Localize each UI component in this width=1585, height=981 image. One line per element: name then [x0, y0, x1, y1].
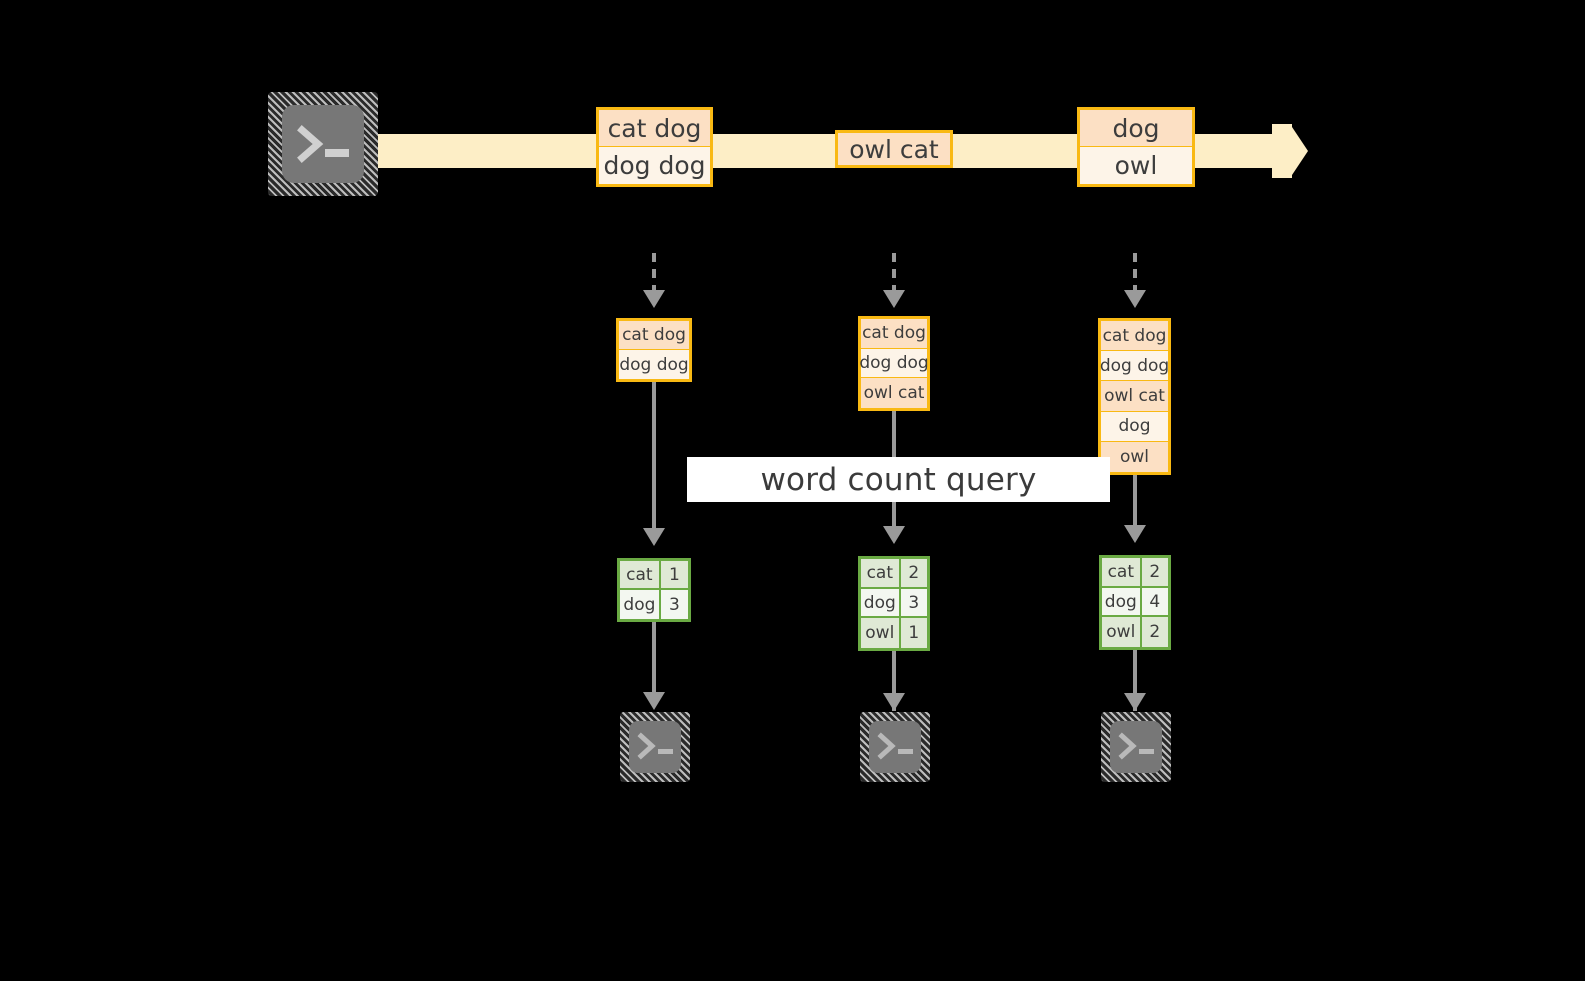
result-word: dog: [620, 590, 661, 619]
result-row: dog 3: [620, 590, 688, 619]
stream-message[interactable]: cat dog dog dog: [596, 107, 713, 187]
stream-message[interactable]: owl cat: [835, 130, 953, 168]
result-word: cat: [620, 561, 661, 588]
snapshot-result-table[interactable]: cat 1 dog 3: [617, 558, 691, 622]
snapshot-input-line: cat dog: [619, 321, 689, 350]
snapshot-result-table[interactable]: cat 2 dog 3 owl 1: [858, 556, 930, 651]
query-label: word count query: [687, 457, 1110, 502]
result-word: owl: [1102, 617, 1142, 647]
result-row: cat 1: [620, 561, 688, 590]
snapshot-input-line: dog dog: [619, 350, 689, 379]
result-count: 2: [1141, 617, 1168, 647]
stream-message[interactable]: dog owl: [1077, 107, 1195, 187]
snapshot-input-line: dog dog: [1100, 351, 1169, 382]
result-row: cat 2: [861, 559, 927, 589]
terminal-prompt-glyph: [637, 732, 673, 760]
snapshot-trigger-dashed-line: [652, 253, 656, 291]
result-row: owl 2: [1102, 617, 1168, 647]
snapshot-trigger-dashed-line: [892, 253, 896, 291]
result-row: dog 3: [861, 588, 927, 619]
result-to-consumer-arrowhead: [643, 692, 665, 710]
result-to-consumer-line: [652, 622, 656, 694]
query-connector-line: [1133, 475, 1137, 535]
stream-message-line: dog dog: [599, 147, 710, 184]
result-to-consumer-arrowhead: [883, 693, 905, 711]
result-row: dog 4: [1102, 587, 1168, 618]
result-count: 3: [900, 588, 927, 617]
query-connector-arrowhead: [1124, 525, 1146, 543]
result-count: 1: [660, 561, 688, 588]
consumer-terminal-icon[interactable]: [860, 712, 930, 782]
stream-message-line: cat dog: [599, 110, 710, 147]
terminal-prompt-glyph: [877, 732, 913, 760]
result-word: owl: [861, 618, 901, 648]
terminal-body: [1110, 721, 1162, 773]
result-to-consumer-line: [1133, 650, 1137, 711]
consumer-terminal-icon[interactable]: [620, 712, 690, 782]
result-count: 2: [1141, 558, 1168, 586]
result-word: dog: [1102, 587, 1142, 616]
snapshot-input-line: owl: [1101, 441, 1168, 472]
snapshot-input-line: dog: [1101, 411, 1168, 442]
snapshot-input-line: dog dog: [859, 348, 929, 379]
stream-message-line: owl: [1080, 147, 1192, 184]
snapshot-trigger-arrowhead: [883, 290, 905, 308]
result-count: 1: [900, 618, 927, 648]
snapshot-input-line: cat dog: [861, 319, 927, 349]
query-connector-arrowhead: [643, 528, 665, 546]
stream-arrow-shoulder: [1272, 124, 1292, 178]
result-count: 2: [900, 559, 927, 587]
result-row: owl 1: [861, 618, 927, 648]
result-word: dog: [861, 588, 901, 617]
snapshot-input-line: owl cat: [1101, 381, 1168, 412]
result-word: cat: [1102, 558, 1142, 586]
terminal-prompt-glyph: [297, 125, 349, 163]
consumer-terminal-icon[interactable]: [1101, 712, 1171, 782]
snapshot-trigger-arrowhead: [643, 290, 665, 308]
snapshot-result-table[interactable]: cat 2 dog 4 owl 2: [1099, 555, 1171, 650]
result-to-consumer-arrowhead: [1124, 693, 1146, 711]
stream-message-line: owl cat: [838, 133, 950, 165]
snapshot-input-table[interactable]: cat dog dog dog: [616, 318, 692, 382]
query-connector-arrowhead: [883, 526, 905, 544]
stream-message-line: dog: [1080, 110, 1192, 147]
snapshot-trigger-dashed-line: [1133, 253, 1137, 291]
result-word: cat: [861, 559, 901, 587]
query-connector-line: [652, 382, 656, 538]
result-count: 3: [660, 590, 688, 619]
result-row: cat 2: [1102, 558, 1168, 588]
result-to-consumer-line: [892, 651, 896, 711]
terminal-prompt-glyph: [1118, 732, 1154, 760]
snapshot-input-line: cat dog: [1101, 321, 1168, 352]
producer-terminal-icon[interactable]: [268, 92, 378, 196]
snapshot-input-table[interactable]: cat dog dog dog owl cat dog owl: [1098, 318, 1171, 475]
snapshot-input-line: owl cat: [861, 378, 927, 408]
stream-arrowhead: [1290, 124, 1308, 178]
result-count: 4: [1141, 587, 1168, 616]
terminal-body: [629, 721, 681, 773]
snapshot-trigger-arrowhead: [1124, 290, 1146, 308]
snapshot-input-table[interactable]: cat dog dog dog owl cat: [858, 316, 930, 411]
terminal-body: [869, 721, 921, 773]
